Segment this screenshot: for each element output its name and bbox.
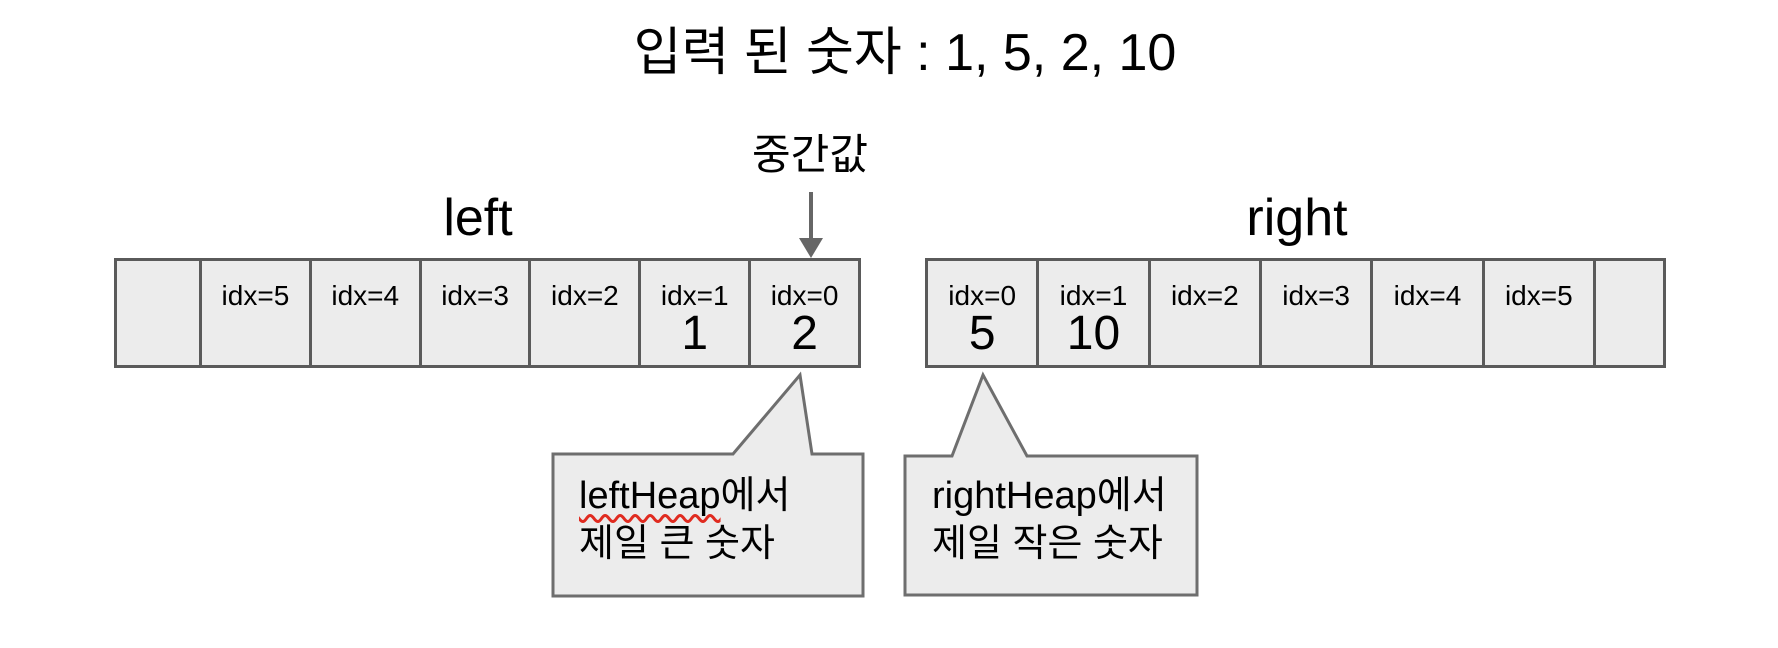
array-cell: idx=1 10 [1036, 261, 1147, 365]
array-cell: idx=2 [528, 261, 638, 365]
array-cell: idx=2 [1147, 261, 1259, 365]
cell-index-label: idx=4 [1393, 280, 1462, 311]
cell-index-label: idx=3 [1282, 280, 1350, 311]
page-title: 입력 된 숫자 : 1, 5, 2, 10 [633, 24, 1177, 82]
median-label: 중간값 [752, 131, 868, 178]
cell-index-label: idx=0 [948, 280, 1017, 311]
left-callout-line1: leftHeap에서 [579, 472, 790, 520]
right-callout-line1: rightHeap에서 [932, 475, 1167, 517]
array-cell: idx=3 [1258, 261, 1370, 365]
array-cell: idx=1 1 [638, 261, 748, 365]
left-callout-line2: 제일 큰 숫자 [579, 523, 775, 565]
cell-index-label: idx=0 [770, 280, 839, 311]
array-cell: idx=3 [418, 261, 529, 365]
array-cell [1592, 261, 1663, 365]
cell-index-label: idx=4 [331, 280, 400, 311]
cell-index-label: idx=2 [1170, 280, 1239, 311]
array-cell [117, 261, 199, 365]
array-cell: idx=0 2 [748, 261, 858, 365]
cell-index-label: idx=5 [1504, 280, 1573, 311]
cell-value: 10 [1066, 307, 1121, 360]
array-cell: idx=4 [308, 261, 419, 365]
left-array: idx=5 idx=4 idx=3 idx=2 idx=1 1 idx=0 2 [114, 258, 861, 368]
array-cell: idx=5 [199, 261, 309, 365]
array-cell: idx=5 [1481, 261, 1593, 365]
cell-index-label: idx=5 [221, 280, 290, 311]
right-callout-line2: 제일 작은 숫자 [932, 523, 1163, 565]
median-arrow-head-icon [799, 238, 823, 258]
cell-value: 5 [968, 307, 996, 360]
right-array-label: right [1246, 189, 1348, 247]
left-array-label: left [443, 189, 513, 247]
right-callout-text: rightHeap에서 제일 작은 숫자 [932, 472, 1167, 568]
array-cell: idx=0 5 [928, 261, 1036, 365]
cell-index-label: idx=1 [1059, 280, 1128, 311]
left-callout-text: leftHeap에서 제일 큰 숫자 [579, 472, 790, 568]
cell-index-label: idx=1 [660, 280, 729, 311]
cell-value: 2 [791, 307, 818, 360]
cell-index-label: idx=2 [551, 280, 619, 311]
right-array: idx=0 5 idx=1 10 idx=2 idx=3 idx=4 idx=5 [925, 258, 1666, 368]
left-callout-line1-rest: 에서 [720, 475, 791, 517]
array-cell: idx=4 [1370, 261, 1481, 365]
cell-value: 1 [681, 307, 709, 360]
left-callout-underlined-word: leftHeap [579, 475, 721, 517]
cell-index-label: idx=3 [441, 280, 509, 311]
